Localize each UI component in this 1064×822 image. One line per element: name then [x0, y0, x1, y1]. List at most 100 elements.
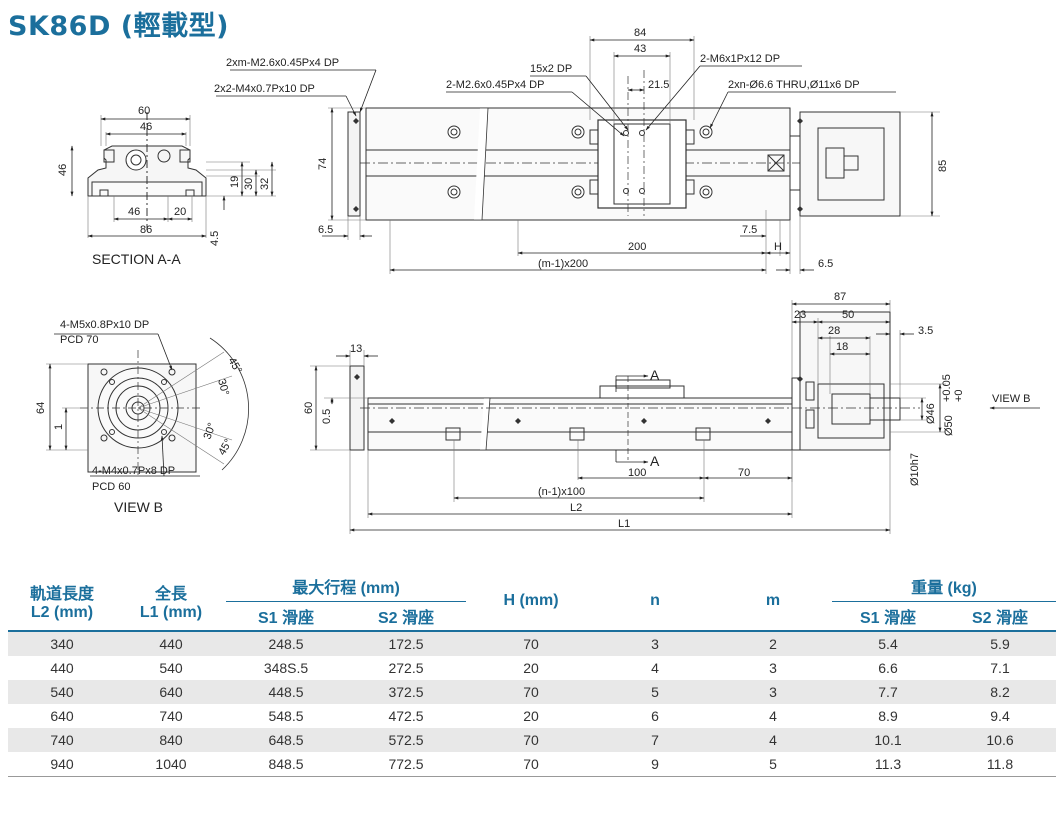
table-cell: 3	[714, 680, 832, 704]
table-cell: 2	[714, 631, 832, 656]
view-b-arrow-label: VIEW B	[992, 393, 1031, 405]
dim-top-43: 43	[634, 43, 646, 55]
table-cell: 940	[8, 752, 116, 777]
section-a-a-view	[70, 112, 276, 238]
dim-section-60: 60	[138, 105, 150, 117]
table-cell: 640	[116, 680, 226, 704]
callout-m4-pcd-holes: 4-M4x0.7Px8 DP	[92, 465, 175, 477]
header-weight: 重量 (kg)	[832, 571, 1056, 602]
dim-top-6-5-right: 6.5	[818, 258, 833, 270]
dim-side-tol-upper: +0.05	[941, 374, 953, 402]
dim-top-21-5: 21.5	[648, 79, 669, 91]
dim-side-phi46: Ø46	[925, 403, 937, 424]
dim-side-28: 28	[828, 325, 840, 337]
section-marker-a-top: A	[650, 367, 660, 383]
table-cell: 740	[159, 708, 183, 724]
table-cell: 540	[8, 680, 116, 704]
callout-2-m6: 2-M6x1Px12 DP	[700, 53, 780, 65]
table-cell: 3	[596, 631, 714, 656]
dim-side-70: 70	[738, 467, 750, 479]
header-stroke-s1: S1 滑座	[257, 610, 315, 627]
spec-table: 軌道長度 L2 (mm) 全長 L1 (mm) 最大行程 (mm) H (mm)…	[8, 571, 1056, 777]
dim-side-23: 23	[794, 309, 806, 321]
table-cell: 4	[651, 660, 659, 676]
header-total-length-label: 全長	[154, 585, 187, 603]
table-cell: 8.2	[944, 680, 1056, 704]
dim-section-20: 20	[174, 206, 186, 218]
header-rail-length-label: 軌道長度	[29, 585, 94, 603]
table-cell: 4	[769, 708, 777, 724]
callout-m2-6-holes: 2xm-M2.6x0.45Px4 DP	[226, 57, 339, 69]
dim-side-87: 87	[834, 291, 846, 303]
table-cell: 9	[596, 752, 714, 777]
header-m: m	[765, 591, 781, 609]
table-cell: 540	[159, 660, 183, 676]
header-weight-s1: S1 滑座	[859, 610, 917, 627]
header-total-length-unit: L1 (mm)	[139, 603, 203, 621]
table-cell: 3	[769, 660, 777, 676]
dim-side-3-5: 3.5	[918, 325, 933, 337]
table-cell: 7.7	[832, 680, 944, 704]
table-cell: 472.5	[388, 708, 424, 724]
table-cell: 448.5	[226, 680, 346, 704]
dim-top-74: 74	[317, 158, 329, 170]
dim-top-m-spacing: (m-1)x200	[538, 258, 588, 270]
dim-top-h: H	[774, 241, 782, 253]
header-max-stroke: 最大行程 (mm)	[226, 571, 466, 602]
callout-pcd-60: PCD 60	[92, 481, 131, 493]
angle-30-lower: 30°	[202, 421, 219, 441]
dim-view-b-64: 64	[35, 402, 47, 414]
technical-drawing: 60 46 46 20 86 46 19 30 32 4.5 SECTION A…	[35, 27, 1040, 534]
top-plan-view	[216, 36, 940, 274]
dim-side-l1: L1	[618, 518, 630, 530]
dim-side-13: 13	[350, 343, 362, 355]
dim-side-18: 18	[836, 341, 848, 353]
section-a-a-label: SECTION A-A	[92, 251, 181, 267]
dim-top-200: 200	[628, 241, 646, 253]
table-cell: 10.6	[944, 728, 1056, 752]
dim-side-60: 60	[303, 402, 315, 414]
table-cell: 9.4	[990, 708, 1010, 724]
table-cell: 5.9	[944, 631, 1056, 656]
header-rail-length: 軌道長度 L2 (mm)	[8, 571, 116, 631]
angle-45-upper: 45°	[225, 356, 244, 376]
dim-side-100: 100	[628, 467, 646, 479]
table-cell: 548.5	[268, 708, 304, 724]
dim-top-84: 84	[634, 27, 646, 39]
table-cell: 340	[8, 631, 116, 656]
table-cell: 840	[116, 728, 226, 752]
dim-section-46-bottom: 46	[128, 206, 140, 218]
table-cell: 248.5	[226, 631, 346, 656]
callout-through-holes: 2xn-Ø6.6 THRU,Ø11x6 DP	[728, 79, 860, 91]
dim-section-86: 86	[140, 224, 152, 236]
dim-side-phi10h7: Ø10h7	[909, 453, 921, 486]
table-cell: 640	[50, 708, 74, 724]
table-cell: 572.5	[346, 728, 466, 752]
table-cell: 1040	[116, 752, 226, 777]
table-cell: 7.1	[990, 660, 1010, 676]
table-cell: 70	[466, 728, 596, 752]
table-cell: 7	[596, 728, 714, 752]
table-cell: 6.6	[878, 660, 898, 676]
view-b-drawing	[46, 333, 249, 477]
table-cell: 5	[596, 680, 714, 704]
table-cell: 70	[466, 680, 596, 704]
dim-section-46: 46	[140, 121, 152, 133]
table-cell: 848.5	[226, 752, 346, 777]
dim-section-32: 32	[259, 178, 271, 190]
side-elevation-view	[310, 300, 1040, 534]
dim-side-l2: L2	[570, 502, 582, 514]
dim-view-b-1: 1	[53, 424, 65, 430]
table-cell: 172.5	[346, 631, 466, 656]
table-cell: 740	[8, 728, 116, 752]
table-cell: 8.9	[878, 708, 898, 724]
header-n: n	[650, 591, 660, 609]
header-h: H (mm)	[503, 591, 559, 609]
dim-side-phi50: Ø50	[943, 415, 955, 436]
